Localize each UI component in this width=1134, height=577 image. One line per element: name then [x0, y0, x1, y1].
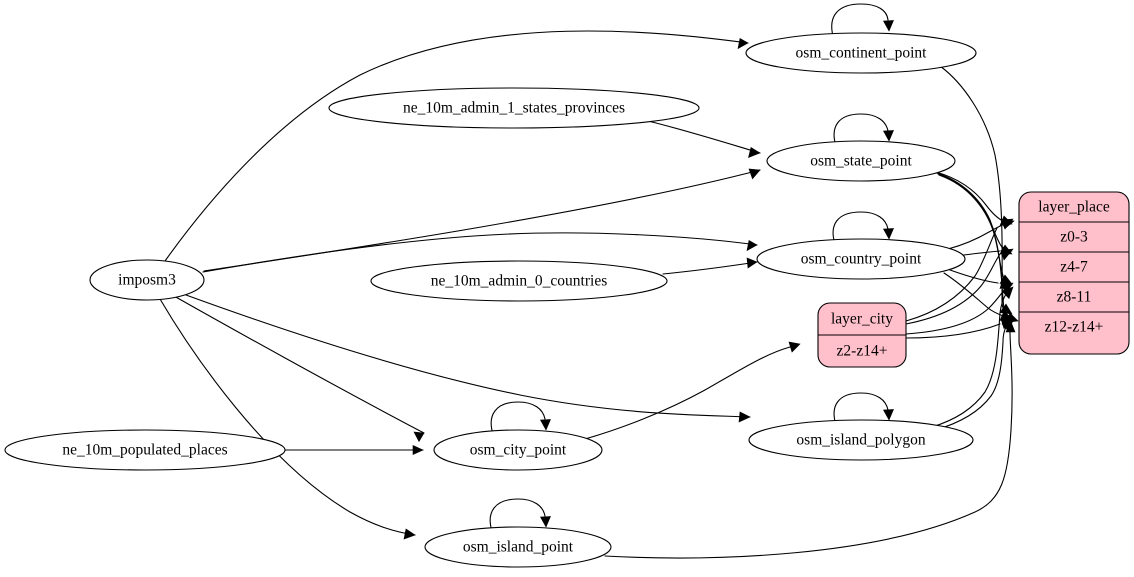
- node-ne_10m_admin_0_countries[interactable]: ne_10m_admin_0_countries: [370, 260, 668, 302]
- edge-imposm3-to-osm_island_point: [159, 298, 416, 540]
- node-osm_country_point[interactable]: osm_country_point: [756, 238, 966, 280]
- edge-osm_country_point-to-layer_place-z12: [943, 272, 1013, 321]
- node-ne_10m_admin_1_states_provinces[interactable]: ne_10m_admin_1_states_provinces: [328, 87, 700, 129]
- edge-layer_city-to-layer_place-z4-7: [905, 248, 1014, 325]
- node-osm_island_polygon[interactable]: osm_island_polygon: [748, 419, 974, 461]
- node-osm_continent_point[interactable]: osm_continent_point: [745, 32, 977, 74]
- edge-imposm3-to-osm_country_point: [202, 232, 758, 273]
- edge-osm_continent_point-self-loop: [831, 3, 894, 37]
- edge-ne_10m_admin_0_countries-to-osm_country_point: [662, 257, 758, 275]
- edge-osm_country_point-self-loop: [832, 211, 894, 245]
- edge-osm_state_point-self-loop: [833, 113, 894, 147]
- edge-ne_10m_populated_places-to-osm_city_point: [284, 445, 424, 455]
- edge-layer_city-to-layer_place-z8-11: [905, 282, 1014, 335]
- edge-layer_city-to-layer_place-z12: [905, 318, 1014, 339]
- node-osm_island_point[interactable]: osm_island_point: [424, 526, 612, 568]
- edge-osm_state_point-to-layer_place-z12: [938, 174, 1013, 315]
- edge-osm_island_point-to-layer_place-z12: [604, 321, 1016, 559]
- node-osm_state_point[interactable]: osm_state_point: [766, 140, 956, 182]
- node-ne_10m_populated_places[interactable]: ne_10m_populated_places: [4, 429, 286, 471]
- edge-imposm3-to-osm_city_point: [173, 295, 425, 443]
- edge-ne_10m_admin_1_states_provinces-to-osm_state_point: [647, 120, 761, 158]
- node-layer: imposm3 ne_10m_admin_1_states_provinces …: [4, 32, 977, 568]
- edge-imposm3-to-osm_continent_point: [164, 30, 749, 262]
- record-node-layer_city[interactable]: layer_city z2-z14+: [817, 302, 907, 368]
- edge-osm_city_point-to-layer_city: [584, 341, 801, 440]
- node-imposm3[interactable]: imposm3: [89, 259, 205, 301]
- edge-imposm3-to-osm_island_polygon: [185, 294, 751, 423]
- edge-osm_city_point-self-loop: [490, 401, 551, 435]
- edge-osm_island_polygon-self-loop: [833, 392, 894, 426]
- edge-layer_city-to-layer_place-z0-3: [905, 218, 1014, 322]
- edge-osm_island_point-self-loop: [489, 498, 551, 532]
- node-osm_city_point[interactable]: osm_city_point: [433, 429, 603, 471]
- edge-imposm3-to-osm_state_point: [203, 168, 761, 272]
- record-node-layer_place[interactable]: layer_place z0-3 z4-7 z8-11 z12-z14+: [1018, 191, 1130, 355]
- edge-osm_island_polygon-to-layer_place-z8-11: [931, 286, 1014, 428]
- edge-layer: [159, 3, 1019, 559]
